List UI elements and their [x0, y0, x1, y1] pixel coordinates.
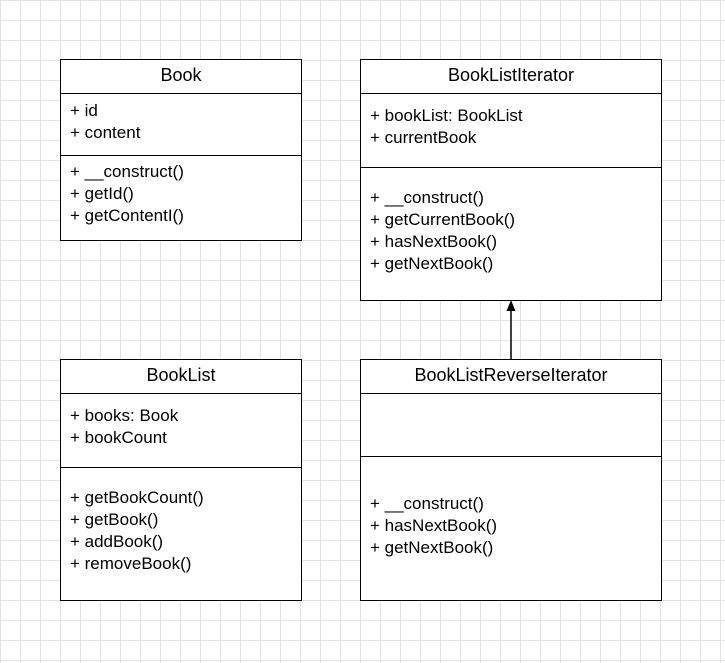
method: + hasNextBook()	[370, 516, 498, 535]
methods-section: + __construct() + hasNextBook() + getNex…	[361, 457, 661, 559]
method: + addBook()	[70, 532, 164, 551]
class-name: Book	[61, 60, 301, 94]
methods-section: + __construct() + getId() + getContentI(…	[61, 156, 301, 227]
class-book-list-reverse-iterator: BookListReverseIterator + __construct() …	[360, 359, 662, 601]
arrow-head	[506, 300, 516, 311]
attributes-section	[361, 394, 661, 457]
class-name: BookListIterator	[361, 60, 661, 94]
methods-section: + getBookCount() + getBook() + addBook()…	[61, 468, 301, 575]
method: + getBook()	[70, 510, 159, 529]
methods-section: + __construct() + getCurrentBook() + has…	[361, 168, 661, 275]
attribute: + books: Book	[70, 406, 179, 425]
method: + hasNextBook()	[370, 232, 498, 251]
attribute: + currentBook	[370, 128, 477, 147]
class-name: BookList	[61, 360, 301, 394]
attributes-section: + bookList: BookList + currentBook	[361, 94, 661, 168]
method: + getContentI()	[70, 206, 184, 225]
attribute: + bookCount	[70, 428, 167, 447]
method: + getId()	[70, 184, 134, 203]
class-name: BookListReverseIterator	[361, 360, 661, 394]
method: + getCurrentBook()	[370, 210, 516, 229]
attribute: + bookList: BookList	[370, 106, 523, 125]
method: + getNextBook()	[370, 538, 494, 557]
class-book-list: BookList + books: Book + bookCount + get…	[60, 359, 302, 601]
class-book-list-iterator: BookListIterator + bookList: BookList + …	[360, 59, 662, 301]
attributes-section: + books: Book + bookCount	[61, 394, 301, 468]
method: + __construct()	[70, 162, 184, 181]
method: + getBookCount()	[70, 488, 204, 507]
attribute: + id	[70, 101, 98, 120]
method: + __construct()	[370, 188, 484, 207]
attributes-section: + id + content	[61, 94, 301, 156]
attribute: + content	[70, 123, 141, 142]
class-book: Book + id + content + __construct() + ge…	[60, 59, 302, 241]
method: + __construct()	[370, 494, 484, 513]
method: + removeBook()	[70, 554, 192, 573]
method: + getNextBook()	[370, 254, 494, 273]
